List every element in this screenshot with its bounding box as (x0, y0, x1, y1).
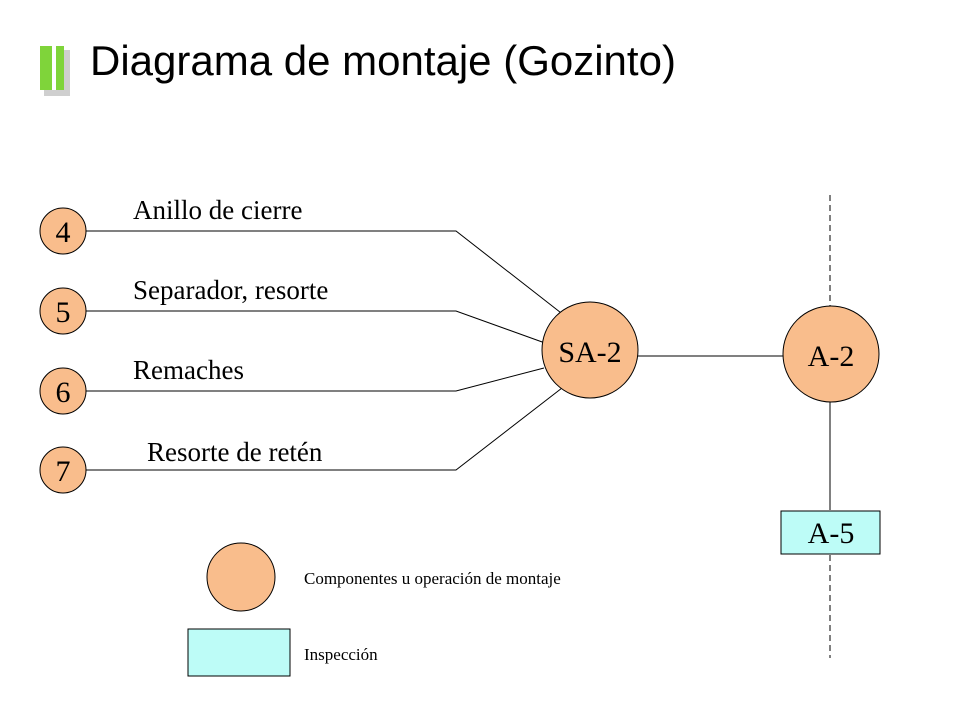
legend-inspection-symbol (187, 628, 291, 677)
component-number-6: 6 (56, 376, 71, 409)
component-node-7: 7 (39, 446, 87, 494)
component-number-7: 7 (56, 455, 71, 488)
legend: Componentes u operación de montaje Inspe… (187, 542, 561, 677)
assembly-label: A-2 (808, 340, 855, 373)
legend-inspection-label: Inspección (304, 645, 378, 664)
subassembly-node: SA-2 (541, 301, 639, 399)
connector-5 (85, 310, 546, 344)
connector-4 (85, 230, 566, 317)
page-title: Diagrama de montaje (Gozinto) (90, 37, 676, 84)
inspection-node: A-5 (780, 510, 881, 555)
connector-6 (85, 367, 545, 392)
component-number-4: 4 (56, 216, 71, 249)
inspection-label: A-5 (808, 517, 855, 550)
component-node-6: 6 (39, 367, 87, 415)
connector-7 (85, 387, 563, 471)
assembly-node: A-2 (782, 305, 880, 403)
component-number-5: 5 (56, 296, 71, 329)
title-bullet-divider (52, 46, 56, 90)
legend-operation-symbol (206, 542, 276, 612)
component-label-4: Anillo de cierre (133, 195, 302, 225)
legend-operation-label: Componentes u operación de montaje (304, 569, 561, 588)
component-label-7: Resorte de retén (147, 437, 323, 467)
component-node-5: 5 (39, 287, 87, 335)
component-label-5: Separador, resorte (133, 275, 328, 305)
component-node-4: 4 (39, 207, 87, 255)
subassembly-label: SA-2 (558, 336, 621, 369)
component-label-6: Remaches (133, 355, 244, 385)
